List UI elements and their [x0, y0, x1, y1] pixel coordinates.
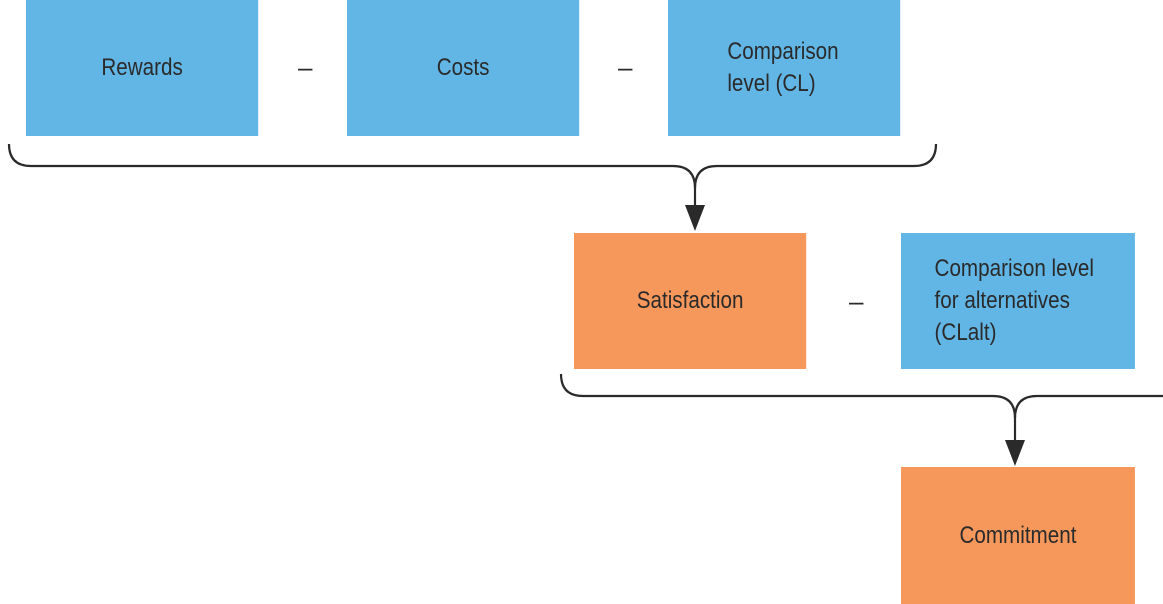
satisfaction-label: Satisfaction	[636, 287, 744, 314]
commitment-box: Commitment	[901, 467, 1135, 604]
arrowhead-commitment	[1005, 440, 1025, 466]
rewards-label: Rewards	[101, 54, 183, 81]
brace-row1	[7, 143, 938, 189]
comparison-level-label: Comparison level (CL)	[727, 38, 839, 97]
comparison-level-box: Comparison level (CL)	[668, 0, 901, 136]
rewards-box: Rewards	[26, 0, 259, 136]
brace-row2	[559, 373, 1163, 419]
comparison-alternatives-box: Comparison level for alternatives (CLalt…	[901, 233, 1135, 369]
satisfaction-box: Satisfaction	[574, 233, 807, 369]
commitment-label: Commitment	[959, 521, 1077, 549]
minus-operator-3: –	[849, 286, 864, 316]
costs-box: Costs	[347, 0, 580, 136]
minus-operator-2: –	[618, 52, 633, 82]
comparison-alternatives-label: Comparison level for alternatives (CLalt…	[934, 255, 1095, 346]
arrowhead-satisfaction	[685, 205, 705, 231]
minus-operator-1: –	[298, 52, 313, 82]
costs-label: Costs	[436, 54, 490, 81]
